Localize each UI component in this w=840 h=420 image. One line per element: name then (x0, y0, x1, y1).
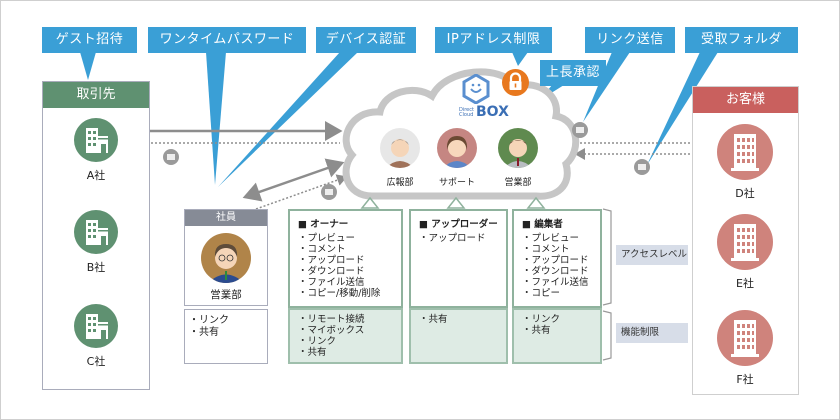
permission-list: プレビュー コメント アップロード ダウンロード ファイル送信 コピー/移動/削… (298, 233, 393, 299)
function-item: リンク (298, 336, 393, 347)
customer-company-f: F社 (710, 310, 780, 387)
mail-icon (572, 122, 588, 138)
permission-list: アップロード (419, 233, 498, 244)
role-owner-functions: リモート接続 マイボックス リンク 共有 (288, 308, 403, 364)
function-item: リンク (522, 314, 592, 325)
permission-item: ファイル送信 (522, 277, 592, 288)
role-uploader-permissions: アップローダー アップロード (409, 209, 508, 308)
function-item: 共有 (419, 314, 498, 325)
avatar-pr-department (380, 128, 420, 168)
customer-company-e: E社 (710, 214, 780, 291)
company-name: B社 (86, 261, 106, 274)
callout-ip-restriction: IPアドレス制限 (435, 27, 552, 53)
permission-item: コメント (298, 244, 393, 255)
permission-item: アップロード (298, 255, 393, 266)
callout-receive-folder: 受取フォルダ (685, 27, 798, 53)
function-item: 共有 (189, 327, 263, 339)
tower-building-icon (717, 310, 773, 366)
company-name: C社 (86, 355, 106, 368)
role-uploader-functions: 共有 (409, 308, 508, 364)
employee-department: 営業部 (210, 289, 242, 301)
office-building-icon (74, 210, 118, 254)
access-level-tag: アクセスレベル (616, 245, 688, 265)
function-limit-tag: 機能制限 (616, 323, 688, 343)
function-list: リモート接続 マイボックス リンク 共有 (298, 314, 393, 358)
function-item: リンク (189, 315, 263, 327)
logo-box-text: BOX (476, 104, 509, 120)
partner-company-c: C社 (61, 304, 131, 369)
permission-item: ダウンロード (298, 266, 393, 277)
callout-device-auth: デバイス認証 (316, 27, 416, 53)
role-title: アップローダー (419, 216, 498, 230)
permission-item: アップロード (522, 255, 592, 266)
function-item: 共有 (522, 325, 592, 336)
role-title: オーナー (298, 216, 393, 230)
department-label: サポート (438, 178, 475, 188)
permission-item: ファイル送信 (298, 277, 393, 288)
mail-icon (634, 159, 650, 175)
tower-building-icon (717, 214, 773, 270)
permission-list: プレビュー コメント アップロード ダウンロード ファイル送信 コピー (522, 233, 592, 299)
tower-building-icon (717, 124, 773, 180)
customer-company-d: D社 (710, 124, 780, 201)
function-list: 共有 (419, 314, 498, 325)
logo-small-text: Direct Cloud (459, 107, 474, 118)
mail-icon (321, 184, 337, 200)
permission-item: プレビュー (298, 233, 393, 244)
department-label: 営業部 (504, 178, 532, 188)
office-building-icon (74, 304, 118, 348)
partner-company-a: A社 (61, 118, 131, 183)
permission-item: コピー/移動/削除 (298, 288, 393, 299)
role-title: 編集者 (522, 216, 592, 230)
avatar-sales-department (498, 128, 538, 168)
employee-functions-list: リンク 共有 (189, 315, 263, 339)
office-building-icon (74, 118, 118, 162)
directcloud-box-logo-icon (462, 73, 490, 105)
company-name: F社 (736, 373, 754, 386)
role-editor-functions: リンク 共有 (512, 308, 602, 364)
employee-functions-panel: リンク 共有 (184, 309, 268, 364)
permission-item: プレビュー (522, 233, 592, 244)
partners-title: 取引先 (43, 82, 149, 108)
function-list: リンク 共有 (522, 314, 592, 336)
permission-item: コメント (522, 244, 592, 255)
callout-guest-invite: ゲスト招待 (42, 27, 137, 53)
company-name: E社 (736, 277, 754, 290)
company-name: A社 (86, 169, 106, 182)
callout-one-time-password: ワンタイムパスワード (148, 27, 306, 53)
function-item: リモート接続 (298, 314, 393, 325)
department-label: 広報部 (386, 178, 414, 188)
permission-item: ダウンロード (522, 266, 592, 277)
permission-item: コピー (522, 288, 592, 299)
role-editor-permissions: 編集者 プレビュー コメント アップロード ダウンロード ファイル送信 コピー (512, 209, 602, 308)
avatar-support-department (437, 128, 477, 168)
customers-title: お客様 (693, 87, 798, 113)
company-name: D社 (735, 187, 755, 200)
permission-item: アップロード (419, 233, 498, 244)
callout-manager-approval: 上長承認 (540, 60, 606, 86)
role-owner-permissions: オーナー プレビュー コメント アップロード ダウンロード ファイル送信 コピー… (288, 209, 403, 308)
function-item: マイボックス (298, 325, 393, 336)
employee-title: 社員 (185, 210, 267, 226)
padlock-icon (502, 69, 529, 96)
avatar-employee (201, 233, 251, 283)
function-item: 共有 (298, 347, 393, 358)
partner-company-b: B社 (61, 210, 131, 275)
callout-link-send: リンク送信 (585, 27, 675, 53)
mail-icon (163, 149, 179, 165)
